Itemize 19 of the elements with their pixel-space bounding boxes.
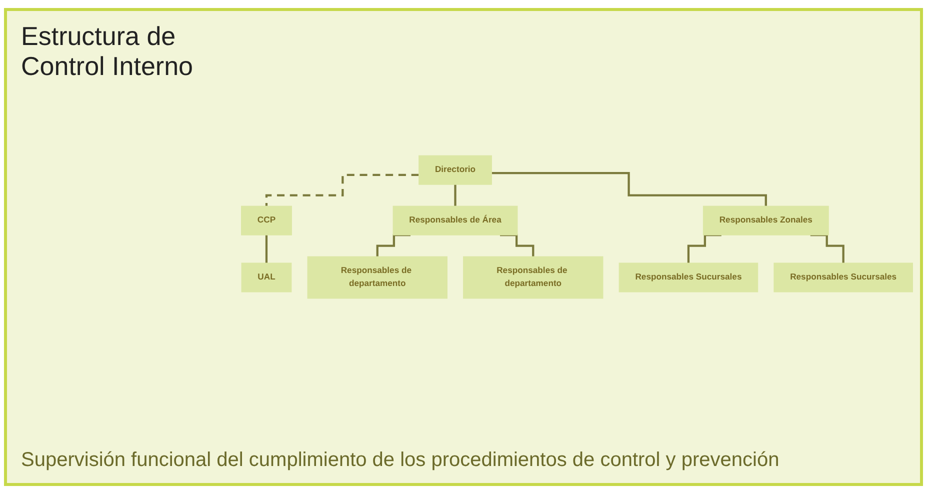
connector [265,234,268,264]
node-box: Directorio [418,155,492,185]
connector [500,234,534,258]
node-box: Responsables de departamento [463,256,604,299]
connector [376,234,411,258]
connector [492,172,767,208]
node-box: Responsables Sucursales [774,262,913,292]
caption: Supervisión funcional del cumplimiento de los procedimientos de control y prevención [21,449,780,472]
node-box: Responsables de Área [392,206,518,236]
node-box: CCP [241,206,292,236]
connector [810,234,844,264]
node-box: Responsables de departamento [307,256,448,299]
node-box: UAL [241,262,292,292]
diagram-title: Estructura de Control Interno [21,21,194,81]
node-box: Responsables Zonales [702,206,829,236]
connector [265,174,419,208]
connector [454,184,456,208]
node-box: Responsables Sucursales [618,262,758,292]
connector [687,234,722,264]
